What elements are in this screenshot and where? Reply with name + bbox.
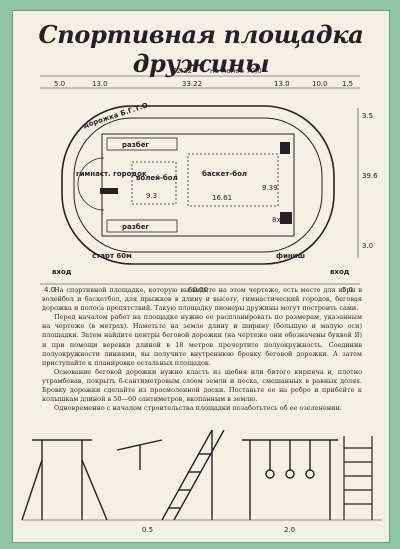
dim-1861: 16.61 [212,194,232,202]
dim-4: 4.0 [44,286,55,294]
label-start: старт 60м [92,252,132,260]
dim-05: 0.5 [142,526,153,534]
dim-33: 33.22 [182,80,202,88]
dim-35: 3.5 [362,112,373,120]
dim-8x3: 8х3 [272,216,285,224]
body-text: На спортивной площадке, которую вы видит… [42,286,362,413]
dim-72: 72.22 [172,67,192,75]
label-entry-right: вход [330,268,350,276]
page-title: Спортивная площадка дружины [38,20,364,78]
label-gym: гимнаст. городок [76,170,147,178]
label-entry-left: вход [52,268,72,276]
equipment-drawings: 2.0 0.5 [21,429,382,534]
dim-5b: 5.0 [342,286,353,294]
label-finish: финиш [276,252,305,260]
playground-plan: 72.22 не менее 70,0 5.0 13.0 33.22 13.0 … [40,67,378,294]
dim-20: 2.0 [284,526,295,534]
dim-60: 60.00 [188,286,208,294]
dim-93: 9.3 [146,192,157,200]
dim-13b: 13.0 [274,80,290,88]
label-razbeg-top: разбег [122,141,149,149]
label-runway: дорожка Б.Г.Т.О. [82,101,151,130]
label-razbeg-bottom: разбег [122,223,149,231]
dim-15: 1.5 [342,80,353,88]
dim-30: 3.0 [362,242,373,250]
dim-min70: не менее 70,0 [210,67,262,75]
ladder-drawing [161,429,225,521]
paragraph: Одновременно с началом строительства пло… [54,404,342,413]
balance-beam-drawing [116,439,163,470]
label-basketball: баскет-бол [202,170,247,178]
dim-13: 13.0 [92,80,108,88]
dim-396: 39.6 [362,172,378,180]
dim-5: 5.0 [54,80,65,88]
paragraph: На спортивной площадке, которую вы видит… [42,286,362,313]
rings-frame-drawing [242,439,338,520]
paragraph: Основание беговой дорожки нужно класть и… [42,367,362,404]
document-page: Спортивная площадка дружины 72.22 не мен… [12,10,390,543]
dim-939: 9.39 [262,184,278,192]
label-volleyball: волей-бол [136,174,178,182]
wall-bars-drawing [343,436,373,520]
swing-frame-drawing [21,439,108,521]
paragraph: Перед началом работ на площадке нужно ее… [42,313,362,367]
dim-10: 10.0 [312,80,328,88]
